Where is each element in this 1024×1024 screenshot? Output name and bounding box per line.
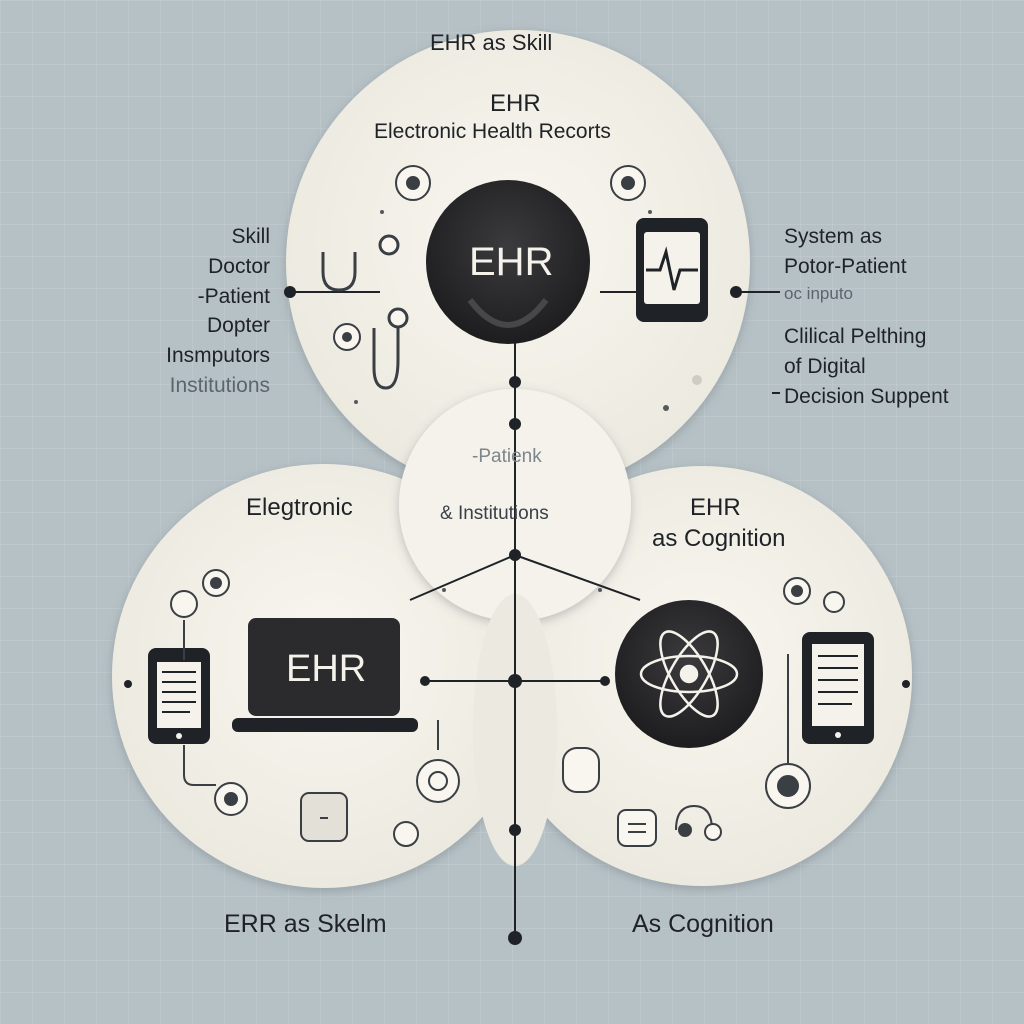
laptop-icon: [232, 618, 418, 732]
document-tablet-icon: [148, 648, 210, 744]
bottom-label-right: As Cognition: [632, 910, 774, 938]
right-note-4: Clilical Pelthing: [784, 325, 927, 348]
stethoscope-icon: [321, 234, 409, 390]
right-circle-title-1: EHR: [690, 494, 741, 521]
right-notes-top: System as Potor-Patient oc inputo: [784, 222, 907, 306]
left-note-1: Skill: [231, 225, 270, 248]
left-note-5: Insmputors: [166, 344, 270, 368]
badge-shading: [467, 298, 549, 328]
dial-icon: [170, 569, 460, 847]
node-icon: [562, 577, 845, 847]
left-circle-title: Elegtronic: [246, 494, 353, 521]
right-circle-title-2: as Cognition: [652, 525, 786, 552]
top-circle-subtitle: Electronic Health Recorts: [374, 120, 611, 143]
bottom-label-left: ERR as Skelm: [224, 910, 387, 938]
left-screen-label: EHR: [286, 648, 367, 690]
left-note-4: Dopter: [206, 314, 270, 338]
left-note-6: Institutions: [169, 374, 270, 398]
top-circle-title: EHR: [490, 90, 541, 117]
right-note-3: oc inputo: [784, 283, 853, 303]
left-note-3: -Patient: [197, 284, 270, 308]
right-note-2: Potor-Patient: [784, 254, 907, 278]
connector-nodes: [124, 286, 910, 945]
left-notes: Skill Doctor -Patient Dopter Insmputors …: [120, 222, 270, 401]
document-tablet-icon-right: [802, 632, 874, 744]
right-note-6: Decision Suppent: [784, 384, 949, 408]
atom-icon: [639, 630, 739, 718]
small-dots: [354, 210, 702, 592]
top-badge-label: EHR: [469, 240, 554, 284]
right-note-1: System as: [784, 225, 883, 248]
center-line-2: & Institutions: [440, 503, 549, 524]
header-title: EHR as Skill: [430, 30, 553, 55]
record-icon: [333, 165, 646, 351]
right-notes-bottom: Clilical Pelthing of Digital Decision Su…: [784, 322, 949, 411]
left-note-2: Doctor: [208, 254, 270, 278]
tablet-heartbeat-icon: [636, 218, 708, 322]
ehr-badge-dark: [426, 180, 590, 344]
right-note-5: of Digital: [784, 354, 866, 378]
center-line-1: -Patienk: [472, 446, 542, 467]
